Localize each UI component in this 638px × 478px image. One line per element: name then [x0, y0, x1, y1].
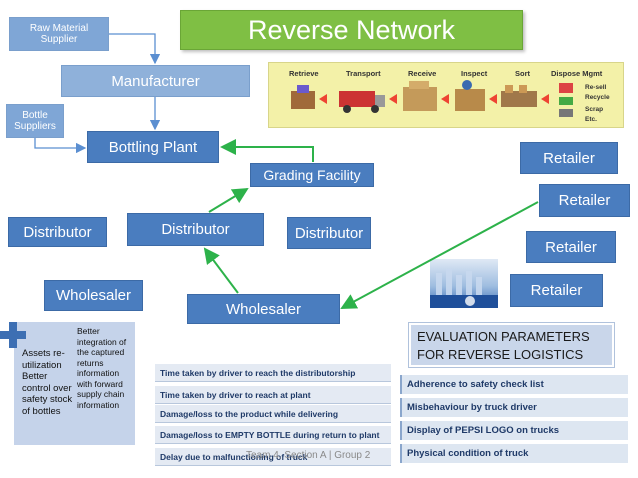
- raw-to-manufacturer-arrow: [109, 33, 161, 65]
- benefit-integration: Better integration of the captured retur…: [77, 326, 127, 410]
- warehouse-boxes-icon: [403, 87, 437, 111]
- grading-facility-node: Grading Facility: [250, 163, 374, 187]
- bottle-suppliers-node: Bottle Suppliers: [6, 104, 64, 138]
- process-step-receive: Receive: [408, 69, 437, 78]
- wholesaler-left-node: Wholesaler: [44, 280, 143, 311]
- dispose-option-etc: Etc.: [585, 116, 597, 123]
- benefits-panel: [14, 322, 135, 445]
- evaluation-item: Misbehaviour by truck driver: [400, 398, 628, 417]
- time-param-row: Damage/loss to the product while deliver…: [155, 405, 391, 423]
- time-param-row: Damage/loss to EMPTY BOTTLE during retur…: [155, 426, 391, 444]
- scrap-icon: [559, 109, 573, 117]
- distributor-to-grading-arrow: [208, 187, 249, 213]
- time-param-row: Time taken by driver to reach at plant: [155, 386, 391, 404]
- evaluation-item: Display of PEPSI LOGO on trucks: [400, 421, 628, 440]
- wholesaler-to-distributor-arrow: [203, 247, 239, 294]
- benefit-assets: Assets re-utilization Better control ove…: [22, 348, 73, 417]
- distributor-left-node: Distributor: [8, 217, 107, 247]
- time-param-row: Delay due to malfunctioning of truck: [155, 448, 391, 466]
- retailer-to-wholesaler-arrow: [340, 201, 539, 309]
- process-step-inspect: Inspect: [461, 69, 488, 78]
- evaluation-item: Physical condition of truck: [400, 444, 628, 463]
- plus-icon: [0, 322, 26, 348]
- reverse-logistics-process-image: Retrieve Transport Receive Inspect Sort …: [268, 62, 624, 128]
- process-illustration: [291, 80, 573, 117]
- page-title: Reverse Network: [180, 10, 523, 50]
- bottle-crates-icon: [430, 269, 498, 308]
- evaluation-item: Adherence to safety check list: [400, 375, 628, 394]
- process-step-dispose: Dispose Mgmt: [551, 69, 603, 78]
- manufacturer-node: Manufacturer: [61, 65, 250, 97]
- process-step-retrieve: Retrieve: [289, 69, 319, 78]
- process-step-sort: Sort: [515, 69, 530, 78]
- retailer-node-2: Retailer: [539, 184, 630, 217]
- process-step-transport: Transport: [346, 69, 381, 78]
- grading-to-bottling-arrow: [220, 139, 314, 162]
- arrow-icon: [319, 94, 327, 104]
- retailer-node-4: Retailer: [510, 274, 603, 307]
- pepsi-bottles-photo: [430, 259, 498, 308]
- evaluation-heading: EVALUATION PARAMETERS FOR REVERSE LOGIST…: [409, 323, 614, 367]
- resell-icon: [559, 83, 573, 93]
- footer-text: Team 4, Section A | Group 2: [246, 450, 371, 461]
- distributor-right-node: Distributor: [287, 217, 371, 249]
- recycle-icon: [559, 97, 573, 105]
- bottle-suppliers-to-bottling-arrow: [34, 138, 87, 154]
- dispose-option-resell: Re-sell: [585, 84, 607, 91]
- dispose-option-scrap: Scrap: [585, 106, 604, 113]
- wholesaler-center-node: Wholesaler: [187, 294, 340, 324]
- pallet-boxes-icon: [291, 91, 315, 109]
- time-param-row: Time taken by driver to reach the distri…: [155, 364, 391, 382]
- distributor-center-node: Distributor: [127, 213, 264, 246]
- inspect-icon: [455, 89, 485, 111]
- retailer-node-3: Retailer: [526, 231, 616, 263]
- retailer-node-1: Retailer: [520, 142, 618, 174]
- sort-conveyor-icon: [501, 91, 537, 107]
- truck-icon: [339, 91, 375, 107]
- bottling-plant-node: Bottling Plant: [87, 131, 219, 163]
- dispose-option-recycle: Recycle: [585, 94, 610, 101]
- raw-material-supplier-node: Raw Material Supplier: [9, 17, 109, 51]
